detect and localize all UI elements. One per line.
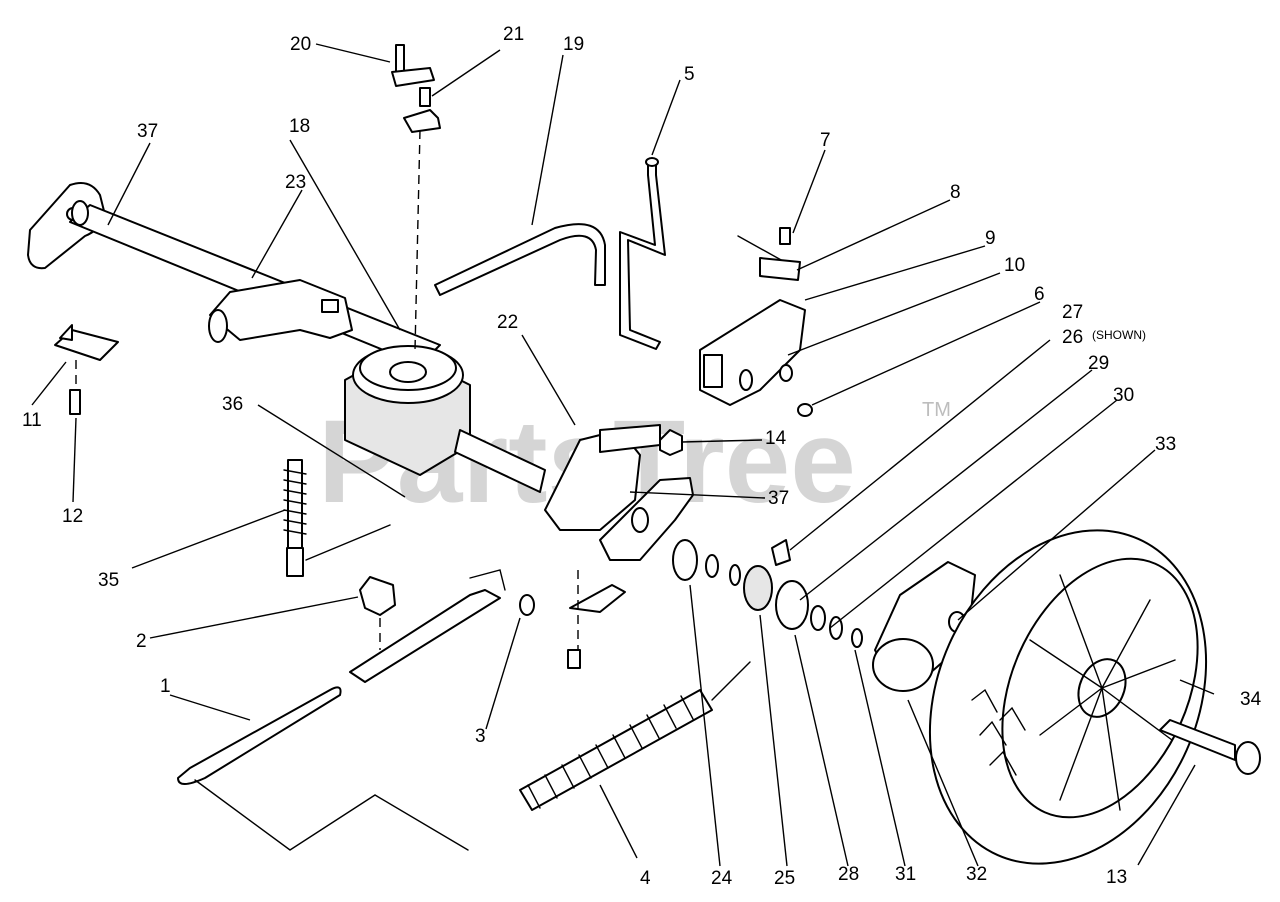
callout-26: 26	[1062, 327, 1083, 348]
part-1-handle-rod	[177, 589, 501, 785]
callout-22: 22	[497, 312, 518, 333]
part-24-bearing	[672, 539, 698, 581]
callout-7: 7	[820, 130, 831, 151]
callout-5: 5	[684, 64, 695, 85]
callout-36: 36	[222, 394, 243, 415]
callout-21: 21	[503, 24, 524, 45]
shown-note: (SHOWN)	[1092, 328, 1146, 342]
washer-2	[729, 564, 741, 586]
callout-35: 35	[98, 570, 119, 591]
part-11-12-small-bracket	[54, 324, 119, 415]
callout-27: 27	[1062, 302, 1083, 323]
callout-24: 24	[711, 868, 733, 889]
callout-33: 33	[1155, 434, 1176, 455]
callout-23: 23	[285, 172, 306, 193]
part-37-right-bracket	[599, 477, 694, 561]
axle-stack	[672, 539, 863, 648]
part-2-block	[359, 576, 396, 616]
part-9-bracket	[699, 227, 813, 417]
trademark-mark: TM	[922, 399, 951, 421]
leader-lines	[31, 43, 1215, 867]
part-13-bolt	[1159, 719, 1261, 775]
callout-3: 3	[475, 726, 486, 747]
callout-2: 2	[136, 631, 147, 652]
callout-numbers: 20 21 19 5 7 8 9 10 6 27 26 (SHOWN) 29 3…	[22, 24, 1262, 889]
callout-12: 12	[62, 506, 83, 527]
callout-4: 4	[640, 868, 651, 889]
callout-37-right: 37	[768, 488, 789, 509]
centerlines	[75, 129, 579, 650]
part-28-pinion	[775, 580, 809, 630]
callout-28: 28	[838, 864, 859, 885]
part-29-washer	[810, 605, 826, 631]
callout-29: 29	[1088, 353, 1109, 374]
part-35-spring	[283, 459, 307, 577]
part-4-long-spring	[519, 661, 751, 811]
part-25-gear	[743, 565, 773, 611]
part-19-u-rod	[434, 223, 606, 296]
callout-19: 19	[563, 34, 584, 55]
callout-11: 11	[22, 410, 42, 431]
part-34-wheel	[928, 529, 1208, 865]
callout-32: 32	[966, 864, 987, 885]
callout-18: 18	[289, 116, 310, 137]
callout-13: 13	[1106, 867, 1127, 888]
part-31-clip	[851, 628, 863, 648]
part-26-27-key	[771, 539, 791, 566]
callout-34: 34	[1240, 689, 1262, 710]
callout-20: 20	[290, 34, 311, 55]
part-3-washer	[519, 594, 535, 616]
callout-9: 9	[985, 228, 996, 249]
callout-10: 10	[1004, 255, 1025, 276]
callout-8: 8	[950, 182, 961, 203]
part-5-control-rod	[619, 157, 666, 350]
reference-lines	[194, 524, 506, 851]
callout-14: 14	[765, 428, 787, 449]
center-clip	[567, 584, 626, 669]
part-22-side-plate	[544, 424, 661, 531]
callout-1: 1	[160, 676, 171, 697]
washer-1	[705, 554, 719, 578]
callout-30: 30	[1113, 385, 1134, 406]
callout-25: 25	[774, 868, 795, 889]
callout-37-left: 37	[137, 121, 158, 142]
callout-6: 6	[1034, 284, 1045, 305]
part-23-axle-bracket	[208, 279, 353, 343]
callout-31: 31	[895, 864, 916, 885]
part-14-nut	[659, 429, 683, 456]
part-20-21-hardware	[391, 44, 441, 133]
part-18-transmission	[344, 345, 546, 493]
axle-tube	[69, 200, 441, 366]
